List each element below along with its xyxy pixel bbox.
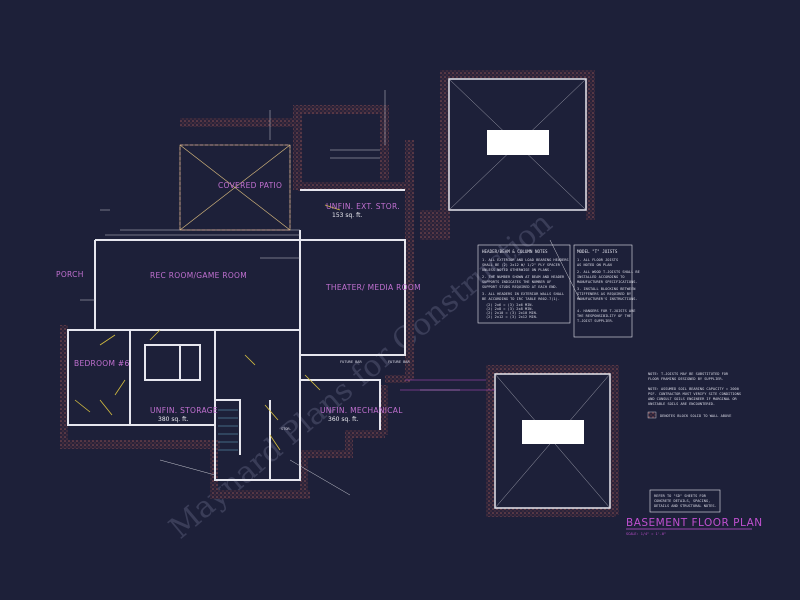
model-note-line: MANUFACTURER SPECIFICATIONS.	[577, 280, 638, 284]
model-note-line: 3. INSTALL BLOCKING BETWEEN	[577, 287, 635, 291]
model-note-line: T-JOIST SUPPLIER.	[577, 319, 614, 323]
patio-frame	[179, 144, 291, 231]
plan-title: BASEMENT FLOOR PLAN	[626, 517, 763, 529]
foundation-hatch	[60, 70, 619, 517]
model-note-line: AS NOTED ON PLAN	[577, 263, 612, 267]
room-label-unfin-ext-stor: UNFIN. EXT. STOR.	[326, 202, 400, 211]
refer-note-line: CONCRETE DETAILS, SPACING,	[654, 499, 710, 503]
right-note-line: AND CONSULT SOILS ENGINEER IF MARGINAL O…	[648, 397, 738, 401]
model-note-line: 2. ALL WOOD T-JOISTS SHALL BE	[577, 270, 640, 274]
plan-scale: SCALE: 1/4" = 1'-0"	[626, 532, 666, 536]
header-notes-title: HEADER/BEAM & COLUMN NOTES	[482, 249, 548, 254]
header-note-line: BE ACCORDING TO IRC TABLE R602.7(1).	[482, 297, 560, 301]
header-note-line: (2) 2x8 = (3) 2x8 MIN.	[486, 307, 534, 311]
refer-note-box: REFER TO "SD" SHEETS FOR CONCRETE DETAIL…	[649, 489, 721, 513]
label-future-bar-2: FUTURE BAR	[388, 360, 410, 364]
room-label-unfin-mechanical: UNFIN. MECHANICAL	[320, 406, 403, 415]
room-label-covered-patio: COVERED PATIO	[218, 181, 282, 190]
room-label-unfin-storage: UNFIN. STORAGE	[150, 406, 218, 415]
door-swings	[74, 204, 341, 451]
header-note-line: 1. ALL EXTERIOR AND LOAD BEARING HEADERS	[482, 258, 569, 262]
model-notes-title: MODEL "T" JOISTS	[577, 249, 618, 254]
legend-swatch	[647, 411, 657, 419]
staircase	[218, 409, 238, 451]
label-future-bar: FUTURE BAR	[340, 360, 362, 364]
header-notes-box: HEADER/BEAM & COLUMN NOTES 1. ALL EXTERI…	[477, 244, 571, 324]
header-note-line: UNLESS NOTED OTHERWISE ON PLANS.	[482, 268, 551, 272]
legend-label: DENOTES BLOCK SOLID TO WALL ABOVE	[660, 414, 731, 418]
walls	[67, 189, 406, 481]
refer-note-line: REFER TO "SD" SHEETS FOR	[654, 494, 707, 498]
header-note-line: (2) 2x12 = (3) 2x12 MIN.	[486, 315, 538, 319]
room-label-rec-room: REC ROOM/GAME ROOM	[150, 271, 247, 280]
header-note-line: SUPPORT STUDS REQUIRED AT EACH END.	[482, 285, 558, 289]
area-unfin-mechanical: 360 sq. ft.	[328, 416, 358, 423]
header-note-line: 2. THE NUMBER SHOWN AT BEAM AND HEADER	[482, 275, 565, 279]
plan-title-block: BASEMENT FLOOR PLAN SCALE: 1/4" = 1'-0"	[626, 517, 763, 536]
model-note-line: MANUFACTURER'S INSTRUCTIONS.	[577, 297, 638, 301]
header-note-line: SUPPORTS INDICATES THE NUMBER OF	[482, 280, 551, 284]
header-note-line: (2) 2x10 = (3) 2x10 MIN.	[486, 311, 538, 315]
room-label-stor: STOR.	[281, 427, 292, 431]
refer-note-line: DETAILS AND STRUCTURAL NOTES.	[654, 504, 717, 508]
right-notes: NOTE: T-JOISTS MAY BE SUBSTITUTED FOR FL…	[647, 372, 741, 419]
right-note-line: UNSTABLE SOILS ARE ENCOUNTERED.	[648, 402, 715, 406]
room-label-theater: THEATER/ MEDIA ROOM	[325, 283, 421, 292]
room-label-bedroom: BEDROOM #6	[74, 359, 130, 368]
model-note-line: THE RESPONSIBILITY OF THE	[577, 314, 631, 318]
header-note-line: (2) 2x6 = (3) 2x6 MIN.	[486, 303, 534, 307]
header-note-line: 3. ALL HEADERS IN EXTERIOR WALLS SHALL	[482, 292, 564, 296]
right-note-line: NOTE: T-JOISTS MAY BE SUBSTITUTED FOR	[648, 372, 729, 376]
header-note-line: SHALL BE (2) 2x12 W/ 1/2" PLY SPACER	[482, 263, 561, 267]
garage-top	[448, 78, 587, 211]
right-note-line: FLOOR FRAMING DESIGNED BY SUPPLIER.	[648, 377, 724, 381]
room-label-porch: PORCH	[56, 270, 84, 279]
area-unfin-storage: 380 sq. ft.	[158, 416, 188, 423]
model-note-line: 4. HANGERS FOR T-JOISTS ARE	[577, 309, 635, 313]
model-note-line: STIFFENERS AS REQUIRED BY	[577, 292, 632, 296]
right-note-line: PSF. CONTRACTOR MUST VERIFY SITE CONDITI…	[648, 392, 741, 396]
area-unfin-ext-stor: 153 sq. ft.	[332, 212, 362, 219]
model-note-line: 1. ALL FLOOR JOISTS	[577, 258, 618, 262]
garage-bottom	[494, 373, 611, 509]
leader-lines	[400, 379, 495, 391]
model-notes-box: MODEL "T" JOISTS 1. ALL FLOOR JOISTS AS …	[573, 244, 640, 338]
model-note-line: INSTALLED ACCORDING TO	[577, 275, 625, 279]
right-note-line: NOTE: ASSUMED SOIL BEARING CAPACITY = 20…	[648, 387, 739, 391]
